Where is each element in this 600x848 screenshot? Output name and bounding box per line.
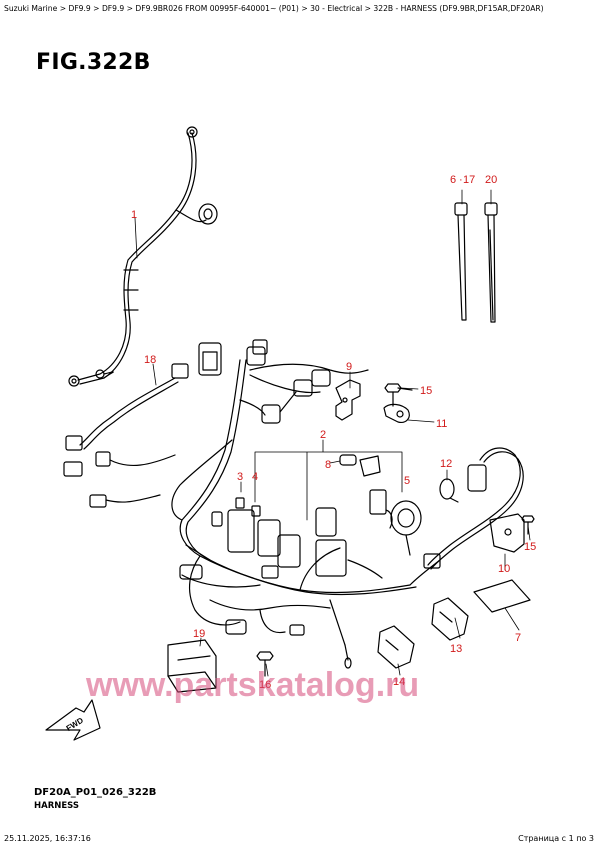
callout-14: 14	[393, 676, 405, 688]
part-18-lead	[63, 363, 189, 508]
callout-10: 10	[498, 563, 510, 575]
drawing-name: HARNESS	[34, 801, 80, 811]
holders	[377, 597, 469, 669]
callout-3: 3	[237, 471, 243, 483]
callout-1: 1	[131, 209, 137, 221]
callout-9: 9	[346, 361, 352, 373]
callout-16: 16	[259, 679, 271, 691]
drawing-code: DF20A_P01_026_322B	[34, 787, 157, 798]
callouts: 1 2 3 4 5 6 · 17 20 7 8 9 10 11 12 13 14…	[131, 174, 536, 691]
callout-20: 20	[485, 174, 497, 186]
part-12-band	[439, 478, 459, 503]
callout-18: 18	[144, 354, 156, 366]
footer-page: Страница с 1 по 3	[518, 834, 594, 843]
watermark: www.partskatalog.ru	[85, 666, 419, 704]
footer-timestamp: 25.11.2025, 16:37:16	[4, 834, 91, 843]
callout-12: 12	[440, 458, 452, 470]
breadcrumb[interactable]: Suzuki Marine > DF9.9 > DF9.9 > DF9.9BR0…	[4, 4, 544, 13]
figure-title: FIG.322B	[36, 50, 151, 75]
part-19-boot	[167, 639, 217, 693]
part-7-sheet	[473, 579, 531, 613]
callout-2: 2	[320, 429, 326, 441]
callout-15-upper: 15	[420, 385, 432, 397]
callout-17: 17	[463, 174, 475, 186]
callout-7: 7	[515, 632, 521, 644]
fwd-arrow	[45, 699, 101, 741]
callout-15-lower: 15	[524, 541, 536, 553]
sensor-lead	[344, 644, 352, 669]
callout-5: 5	[404, 475, 410, 487]
callout-11: 11	[436, 418, 447, 430]
part-1-battery-cable	[68, 126, 218, 387]
callout-6-17-sep: ·	[459, 174, 463, 186]
part-2-assembly	[211, 454, 422, 579]
callout-13: 13	[450, 643, 462, 655]
cable-ties	[454, 202, 498, 323]
callout-4: 4	[252, 471, 258, 483]
part-9-bracket	[335, 379, 361, 421]
bottom-left-connectors	[179, 564, 305, 636]
callout-6: 6	[450, 174, 456, 186]
upper-connectors	[198, 339, 331, 424]
callout-19: 19	[193, 628, 205, 640]
part-16-bolt	[256, 651, 274, 677]
leader-lines	[134, 189, 531, 677]
right-harness	[423, 447, 524, 570]
callout-8: 8	[325, 459, 331, 471]
part-15-bolt-upper	[384, 383, 413, 407]
part-11-clamp	[383, 403, 410, 423]
